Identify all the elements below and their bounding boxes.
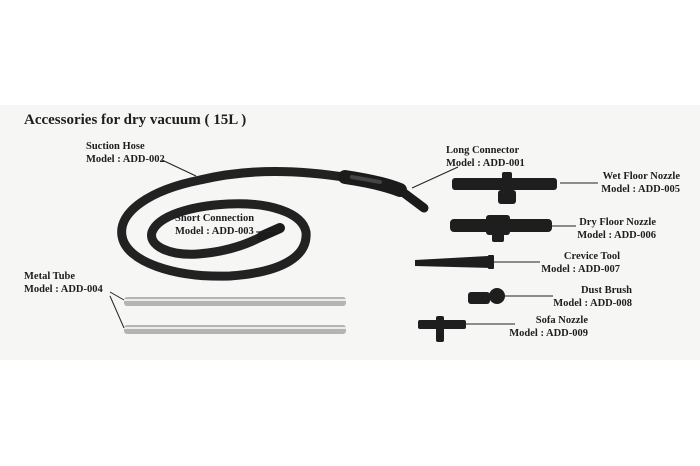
metal-tube-image — [124, 297, 346, 334]
dry-floor-nozzle-image — [450, 215, 552, 242]
leader-lines — [109, 159, 598, 329]
accessory-name: Short Connection — [175, 213, 255, 224]
accessory-name: Crevice Tool — [563, 251, 620, 262]
accessory-model: Model : ADD-004 — [24, 284, 103, 295]
suction-hose-label: Suction Hose Model : ADD-002 — [86, 140, 165, 166]
suction-hose-image — [117, 167, 355, 281]
accessory-name: Dry Floor Nozzle — [579, 217, 656, 228]
accessory-name: Dust Brush — [580, 285, 632, 296]
accessories-panel — [0, 105, 700, 360]
dust-brush-label: Dust Brush Model : ADD-008 — [553, 284, 632, 310]
accessory-model: Model : ADD-001 — [446, 158, 525, 169]
accessory-model: Model : ADD-007 — [541, 264, 620, 275]
long-connector-image — [338, 170, 429, 213]
accessory-name: Suction Hose — [86, 141, 145, 152]
accessory-model: Model : ADD-005 — [601, 184, 680, 195]
wet-floor-nozzle-image — [452, 172, 557, 204]
accessory-model: Model : ADD-003 — [175, 226, 254, 237]
accessory-model: Model : ADD-002 — [86, 154, 165, 165]
sofa-nozzle-image — [418, 316, 466, 342]
short-connection-image — [257, 223, 285, 241]
long-connector-label: Long Connector Model : ADD-001 — [446, 144, 525, 170]
accessory-model: Model : ADD-008 — [553, 298, 632, 309]
sofa-nozzle-label: Sofa Nozzle Model : ADD-009 — [509, 314, 588, 340]
crevice-tool-image — [415, 255, 494, 269]
wet-floor-nozzle-label: Wet Floor Nozzle Model : ADD-005 — [601, 170, 680, 196]
accessory-name: Wet Floor Nozzle — [602, 171, 680, 182]
metal-tube-label: Metal Tube Model : ADD-004 — [24, 270, 103, 296]
dry-floor-nozzle-label: Dry Floor Nozzle Model : ADD-006 — [577, 216, 656, 242]
accessory-model: Model : ADD-006 — [577, 230, 656, 241]
crevice-tool-label: Crevice Tool Model : ADD-007 — [541, 250, 620, 276]
accessory-name: Metal Tube — [24, 271, 76, 282]
short-connection-label: Short Connection Model : ADD-003 — [175, 212, 254, 238]
accessory-model: Model : ADD-009 — [509, 328, 588, 339]
accessory-name: Long Connector — [446, 145, 520, 156]
dust-brush-image — [468, 288, 505, 304]
accessory-name: Sofa Nozzle — [535, 315, 588, 326]
page-title: Accessories for dry vacuum ( 15L ) — [24, 112, 247, 128]
